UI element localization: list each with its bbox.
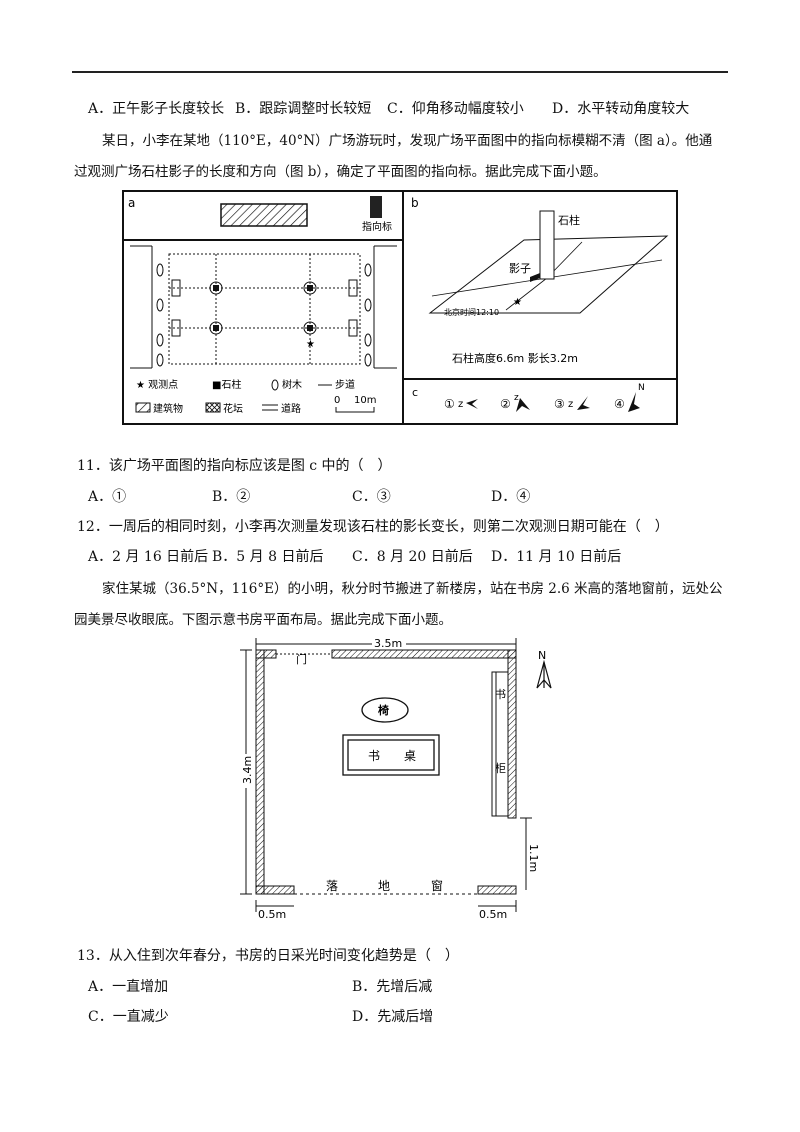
panel-c-label: c	[412, 386, 418, 399]
q11-option-d[interactable]: D．④	[491, 489, 531, 505]
figure-study-room: 3.5m 3.4m 门 落 地 窗 书 柜 椅 书 桌 1.1m 0.5m 0.…	[240, 636, 552, 921]
c-north-letter: N	[638, 383, 645, 393]
q12-option-d[interactable]: D．11 月 10 日前后	[491, 549, 622, 565]
height-label: 3.4m	[241, 756, 254, 784]
svg-text:z: z	[514, 393, 519, 403]
q13-stem: 13．从入住到次年春分，书房的日采光时间变化趋势是（ ）	[77, 948, 459, 964]
q13-option-b[interactable]: B．先增后减	[352, 979, 433, 995]
q11-option-c[interactable]: C．③	[352, 489, 391, 505]
q10-option-c[interactable]: C．仰角移动幅度较小	[387, 101, 524, 117]
panel-a-label: a	[128, 196, 135, 210]
q10-option-b[interactable]: B．跟踪调整时长较短	[235, 101, 372, 117]
legend-path: 步道	[335, 378, 355, 391]
q13-option-a[interactable]: A．一直增加	[88, 979, 169, 995]
chair-label: 椅	[378, 703, 389, 717]
legend-tree: 树木	[282, 378, 302, 391]
passage2-line1: 家住某城（36.5°N，116°E）的小明，秋分时节搬进了新楼房，站在书房 2.…	[102, 581, 723, 597]
left-wall-label: 0.5m	[258, 908, 286, 921]
passage2-line2: 园美景尽收眼底。下图示意书房平面布局。据此完成下面小题。	[74, 612, 452, 628]
right-length-label: 1.1m	[527, 844, 540, 872]
window-char-3: 窗	[431, 879, 443, 893]
q12-option-c[interactable]: C．8 月 20 日前后	[352, 549, 473, 565]
cabinet-char-1: 书	[495, 688, 506, 701]
legend-observe: ★ 观测点	[136, 378, 178, 391]
q10-option-a[interactable]: A．正午影子长度较长	[88, 101, 225, 117]
scale-zero: 0	[334, 395, 340, 406]
compass-label: 指向标	[362, 220, 392, 233]
legend-pillar: ■石柱	[212, 378, 241, 391]
desk-char-1: 书	[368, 749, 380, 763]
c-option-2: ②	[500, 397, 511, 411]
q11-option-a[interactable]: A．①	[88, 489, 127, 505]
figure-square-map: a 指向标 ★ ★ 观测点 ■石柱 树木 步道 建筑物 花坛 道路 0	[122, 190, 678, 425]
svg-text:z: z	[568, 399, 573, 410]
north-label: N	[538, 649, 546, 662]
desk-char-2: 桌	[404, 749, 416, 763]
q11-stem: 11．该广场平面图的指向标应该是图 c 中的（ ）	[77, 458, 392, 474]
scale-ten: 10m	[354, 395, 376, 406]
svg-text:z: z	[458, 399, 463, 410]
panel-b-label: b	[411, 196, 419, 210]
passage1-line2: 过观测广场石柱影子的长度和方向（图 b），确定了平面图的指向标。据此完成下面小题…	[74, 164, 607, 180]
svg-text:★: ★	[513, 297, 522, 308]
q13-option-d[interactable]: D．先减后增	[352, 1009, 434, 1025]
q11-option-b[interactable]: B．②	[212, 489, 251, 505]
q12-stem: 12．一周后的相同时刻，小李再次测量发现该石柱的影长变长，则第二次观测日期可能在…	[77, 519, 669, 535]
legend-building: 建筑物	[153, 402, 183, 415]
b-caption: 石柱高度6.6m 影长3.2m	[452, 351, 578, 365]
header-rule	[72, 71, 728, 73]
right-wall-label: 0.5m	[479, 908, 507, 921]
q13-option-c[interactable]: C．一直减少	[88, 1009, 169, 1025]
q10-option-d[interactable]: D．水平转动角度较大	[552, 101, 690, 117]
passage1-line1: 某日，小李在某地（110°E，40°N）广场游玩时，发现广场平面图中的指向标模糊…	[102, 133, 713, 149]
b-shadow-label: 影子	[509, 262, 531, 275]
door-label: 门	[296, 652, 307, 666]
window-char-1: 落	[326, 879, 338, 893]
legend-flowerbed: 花坛	[223, 402, 243, 415]
c-option-3: ③	[554, 397, 565, 411]
q12-option-a[interactable]: A．2 月 16 日前后	[88, 549, 209, 565]
svg-text:★: ★	[306, 339, 315, 350]
building-rect	[220, 203, 308, 227]
c-option-1: ①	[444, 397, 455, 411]
width-label: 3.5m	[374, 637, 402, 650]
window-char-2: 地	[378, 879, 390, 893]
q12-option-b[interactable]: B．5 月 8 日前后	[212, 549, 324, 565]
c-option-4: ④	[614, 397, 625, 411]
b-pillar-label: 石柱	[558, 213, 580, 227]
b-time-label: 北京时间12:10	[444, 307, 499, 317]
legend-road: 道路	[281, 402, 301, 415]
compass-blurred-icon	[370, 196, 382, 218]
cabinet-char-2: 柜	[495, 762, 506, 775]
